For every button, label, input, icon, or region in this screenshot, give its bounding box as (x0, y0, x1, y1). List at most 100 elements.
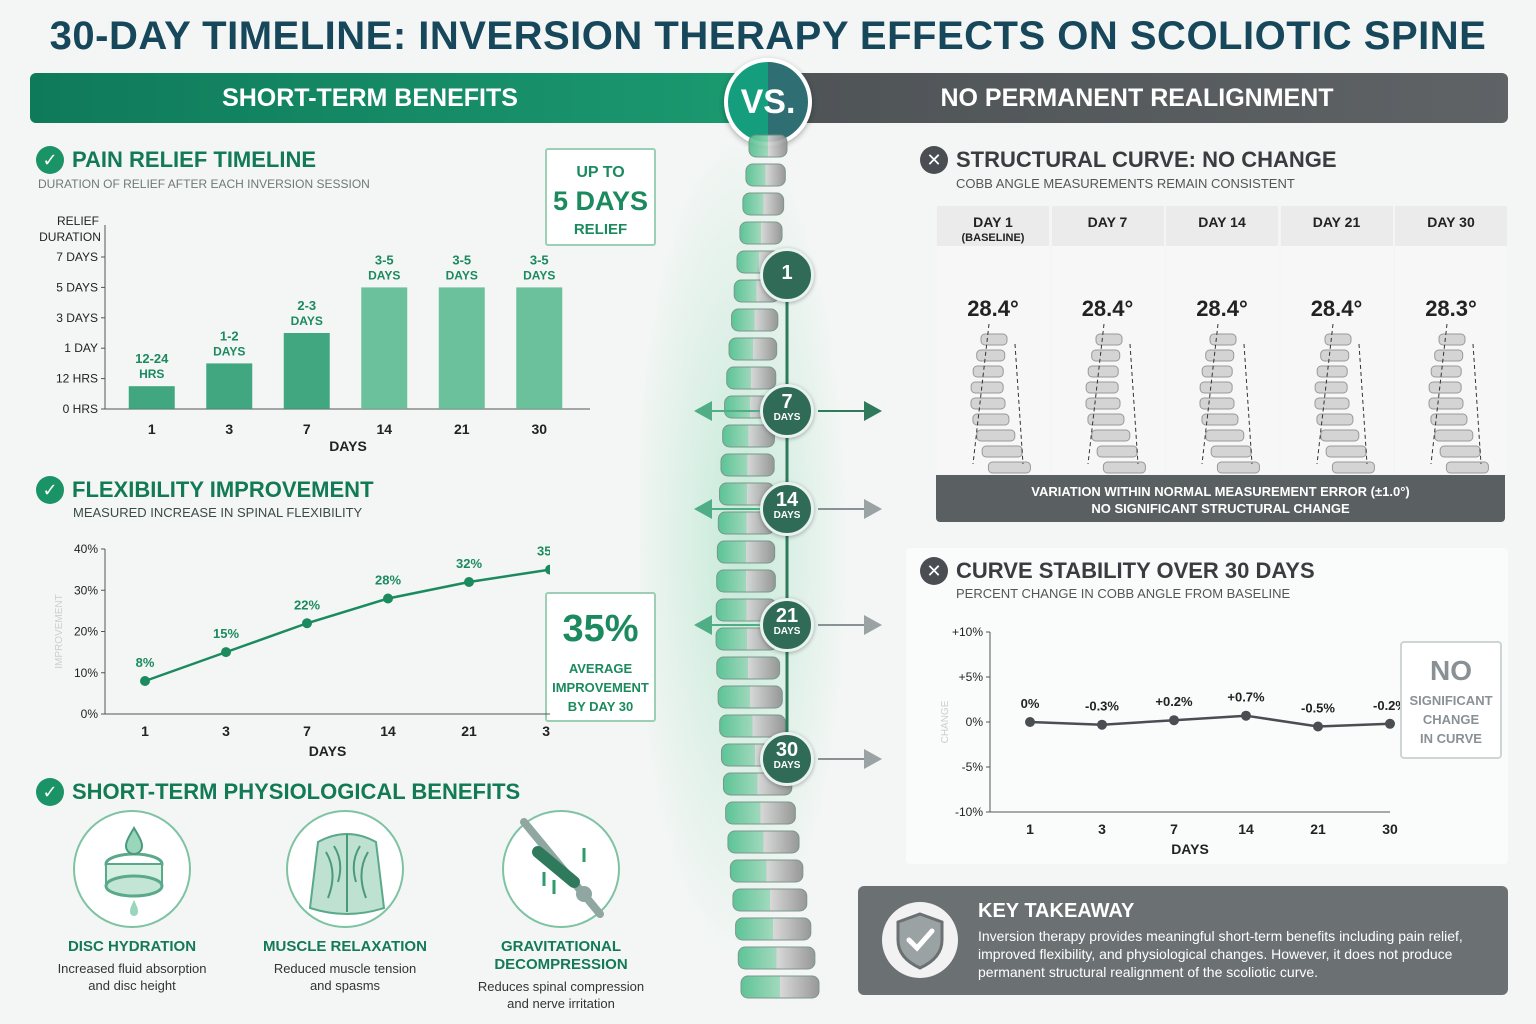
y-tick-label: 30% (74, 583, 98, 597)
bar (438, 287, 485, 409)
x-tick-label: 30 (542, 723, 550, 739)
bar-value-label: 1-2 (220, 328, 239, 343)
xray-spine-icon (1199, 324, 1260, 474)
muscle-relaxation-title: MUSCLE RELAXATION (263, 938, 427, 955)
xray-spine-icon (1428, 324, 1489, 474)
pain-callout-l2: 5 DAYS (552, 186, 649, 216)
benefit-disc-hydration: DISC HYDRATION Increased fluid absorptio… (32, 810, 232, 994)
data-label: +0.7% (1227, 690, 1265, 705)
flex-callout-l1: AVERAGE (568, 661, 633, 676)
x-tick-label: 1 (148, 421, 156, 437)
data-point (383, 593, 393, 604)
structural-title-text: STRUCTURAL CURVE: NO CHANGE (956, 147, 1337, 172)
y-tick-label: 0% (966, 715, 984, 729)
vertebra (739, 221, 783, 245)
stability-title: ✕ CURVE STABILITY OVER 30 DAYS (920, 557, 1315, 585)
no-change-l3: IN CURVE (1420, 731, 1482, 746)
flex-callout-big: 35% (562, 608, 639, 650)
data-label: 28% (375, 573, 401, 588)
x-tick-label: 21 (461, 723, 477, 739)
y-tick-label: 0% (81, 707, 99, 721)
vertebra (728, 337, 778, 361)
vertebra (732, 888, 808, 912)
spine-marker-number: 30 (775, 739, 799, 761)
bar-value-unit: DAYS (446, 268, 478, 282)
x-tick-label: 3 (225, 421, 233, 437)
data-point (1025, 717, 1035, 727)
y-tick-label: +10% (952, 625, 983, 639)
y-tick-label: 3 DAYS (56, 311, 98, 325)
card-day: DAY 21 (1312, 214, 1361, 230)
data-label: 8% (136, 655, 155, 670)
pain-subtitle: DURATION OF RELIEF AFTER EACH INVERSION … (38, 177, 370, 191)
card-note: (BASELINE) (961, 232, 1025, 244)
bar-value-unit: DAYS (213, 344, 245, 358)
right-arrow-icon (818, 399, 884, 423)
cobb-angle: 28.3° (1425, 296, 1477, 321)
data-label: -0.2% (1373, 698, 1400, 713)
benefit-muscle-relaxation: MUSCLE RELAXATION Reduced muscle tension… (245, 810, 445, 994)
data-point (1385, 718, 1395, 729)
data-point (1313, 721, 1323, 732)
key-takeaway: KEY TAKEAWAY Inversion therapy provides … (858, 886, 1508, 995)
banner-no-realignment: NO PERMANENT REALIGNMENT (766, 73, 1508, 123)
bar (283, 333, 330, 409)
physio-title: ✓ SHORT-TERM PHYSIOLOGICAL BENEFITS (36, 778, 520, 806)
pain-title-text: PAIN RELIEF TIMELINE (72, 147, 317, 172)
x-tick-label: 3 (222, 723, 230, 739)
spine-marker-label: DAYS (773, 412, 801, 423)
flex-title-text: FLEXIBILITY IMPROVEMENT (72, 477, 374, 502)
cobb-angle: 28.4° (1081, 296, 1134, 321)
muscle-back-icon (286, 810, 404, 928)
x-tick-label: 14 (380, 723, 396, 739)
flex-callout: 35% AVERAGE IMPROVEMENT BY DAY 30 (545, 592, 656, 722)
x-tick-label: 7 (303, 723, 311, 739)
y-tick-label: 12 HRS (56, 372, 98, 386)
disc-hydration-desc1: Increased fluid absorption (57, 961, 207, 976)
y-tick-label: 10% (74, 666, 98, 680)
card-day: DAY 7 (1087, 214, 1128, 230)
y-tick-label: +5% (959, 670, 984, 684)
vertebra (722, 424, 775, 448)
vertebra (716, 656, 781, 680)
banner-short-term: SHORT-TERM BENEFITS (30, 73, 770, 123)
y-tick-label: -5% (962, 760, 984, 774)
y-tick-label: 0 HRS (63, 402, 98, 416)
bar-value-unit: DAYS (368, 268, 400, 282)
cobb-card-day-1: DAY 1 (BASELINE) 28.4° (937, 206, 1049, 474)
card-day-label: DAY 7 (1051, 206, 1164, 246)
pain-callout-l1: UP TO (576, 164, 625, 181)
left-arrow-icon (694, 497, 760, 521)
vertebra (727, 830, 800, 854)
vertebra (717, 685, 783, 709)
flex-subtitle: MEASURED INCREASE IN SPINAL FLEXIBILITY (73, 505, 363, 520)
y-tick-label: 7 DAYS (56, 250, 98, 264)
vertebra (745, 163, 786, 187)
pain-title: ✓ PAIN RELIEF TIMELINE (36, 146, 316, 174)
cobb-angle: 28.4° (967, 296, 1019, 321)
takeaway-line2: improved flexibility, and physiological … (978, 946, 1453, 962)
right-arrow-icon (818, 747, 884, 771)
spine-marker-label: DAYS (773, 760, 801, 771)
decompression-desc1: Reduces spinal compression (477, 979, 645, 994)
card-day-label: DAY 21 (1280, 206, 1393, 246)
variation-line2: NO SIGNIFICANT STRUCTURAL CHANGE (1091, 501, 1350, 516)
disc-hydration-title: DISC HYDRATION (67, 938, 197, 955)
variation-line1: VARIATION WITHIN NORMAL MEASUREMENT ERRO… (1031, 484, 1410, 499)
y-tick-label: -10% (955, 805, 983, 819)
physio-title-text: SHORT-TERM PHYSIOLOGICAL BENEFITS (72, 779, 521, 804)
data-label: 32% (456, 556, 482, 571)
left-arrow-icon (694, 613, 760, 637)
x-tick-label: 1 (1026, 821, 1034, 837)
card-day: DAY 1 (973, 214, 1013, 230)
bar-value-unit: HRS (139, 367, 164, 381)
variation-note: VARIATION WITHIN NORMAL MEASUREMENT ERRO… (936, 475, 1505, 522)
vertebra (716, 569, 776, 593)
card-day: DAY 30 (1427, 214, 1475, 230)
